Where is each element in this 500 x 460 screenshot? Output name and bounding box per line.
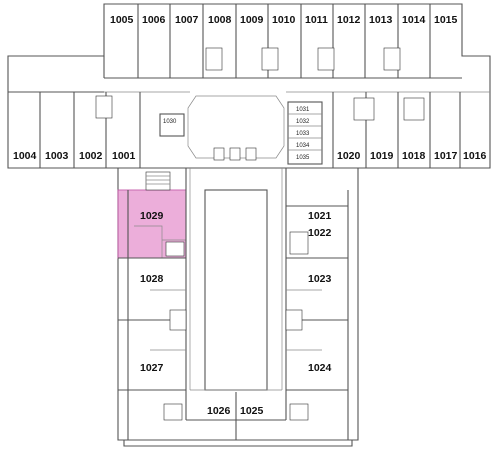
room-1032-label: 1032: [296, 119, 310, 125]
room-1011-label: 1011: [305, 14, 328, 26]
room-1012-label: 1012: [337, 14, 361, 26]
room-1004-label: 1004: [13, 150, 37, 162]
bathroom-fixtures: [95, 47, 425, 331]
room-1014-label: 1014: [402, 14, 426, 26]
room-1005-label: 1005: [110, 14, 134, 26]
room-1035-label: 1035: [296, 155, 310, 161]
room-1031-label: 1031: [296, 107, 310, 113]
room-labels: 1004 1003 1002 1001 1005 1006 1007 1008 …: [13, 14, 487, 417]
east-wing-rooms: [285, 168, 349, 440]
room-1027-label: 1027: [140, 362, 164, 374]
room-1002-label: 1002: [79, 150, 103, 162]
room-1025-label: 1025: [240, 405, 264, 417]
top-row-rooms: [103, 4, 490, 93]
room-1015-label: 1015: [434, 14, 458, 26]
room-1023-label: 1023: [308, 273, 332, 285]
room-1007-label: 1007: [175, 14, 199, 26]
room-1028-label: 1028: [140, 273, 164, 285]
room-1017-label: 1017: [434, 150, 458, 162]
room-1019-label: 1019: [370, 150, 394, 162]
room-1024-label: 1024: [308, 362, 332, 374]
room-1020-label: 1020: [337, 150, 361, 162]
room-1006-label: 1006: [142, 14, 166, 26]
room-1034-label: 1034: [296, 143, 310, 149]
room-1018-label: 1018: [402, 150, 426, 162]
room-1021-label: 1021: [308, 210, 332, 222]
room-1030-label: 1030: [163, 119, 177, 125]
room-1016-label: 1016: [463, 150, 487, 162]
room-1022-label: 1022: [308, 227, 332, 239]
room-1026-label: 1026: [207, 405, 231, 417]
room-1003-label: 1003: [45, 150, 69, 162]
room-1010-label: 1010: [272, 14, 296, 26]
building-outline: [7, 3, 491, 447]
middle-row-rooms: [8, 91, 461, 168]
bottom-rooms: [163, 392, 309, 440]
room-1008-label: 1008: [208, 14, 232, 26]
west-wing-rooms: [118, 168, 187, 440]
room-1013-label: 1013: [369, 14, 393, 26]
room-1001-label: 1001: [112, 150, 136, 162]
room-1033-label: 1033: [296, 131, 310, 137]
room-1029-label: 1029: [140, 210, 164, 222]
room-1009-label: 1009: [240, 14, 264, 26]
